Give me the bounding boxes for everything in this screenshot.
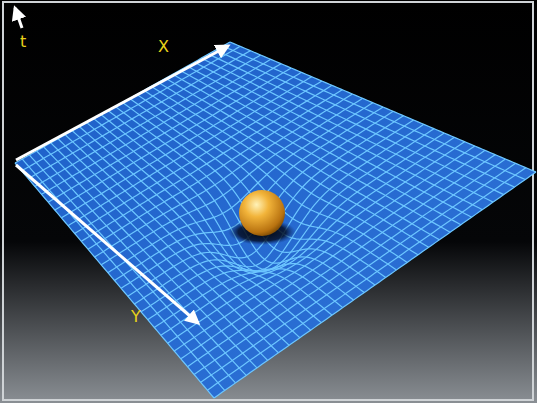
grid-line [201,163,516,382]
mass-sphere [239,190,285,236]
grid-line [44,147,257,368]
grid-line [37,151,247,376]
grid-line [22,159,225,391]
grid-line [148,129,434,320]
grid-line [168,142,465,343]
grid-line [87,123,322,323]
grid-line [51,143,268,361]
grid-line [108,103,373,273]
grid-line [94,119,332,316]
axis-label: Y [131,308,141,326]
grid-line [29,155,235,383]
grid-line [187,155,495,367]
grid-line [194,159,505,375]
grid-line [58,139,278,353]
y-axis-arrow [16,165,198,323]
spacetime-grid [15,42,536,398]
grid-line [15,163,214,398]
t-axis-arrow [15,8,22,28]
grid-line [141,124,424,312]
grid-line [181,150,485,359]
grid-line [72,131,300,338]
grid-line [137,94,397,270]
grid-plane [15,42,536,398]
axis-label: t [20,33,26,51]
grid-line [123,103,376,286]
grid-line [158,82,428,247]
x-axis-arrow [16,46,228,160]
grid-line [154,133,444,328]
grid-line [115,107,364,293]
grid-line [80,127,311,331]
grid-line [214,172,536,398]
grid-line [101,115,343,308]
grid-line [88,90,342,250]
axis-label: X [158,38,169,56]
grid-line [207,168,525,390]
